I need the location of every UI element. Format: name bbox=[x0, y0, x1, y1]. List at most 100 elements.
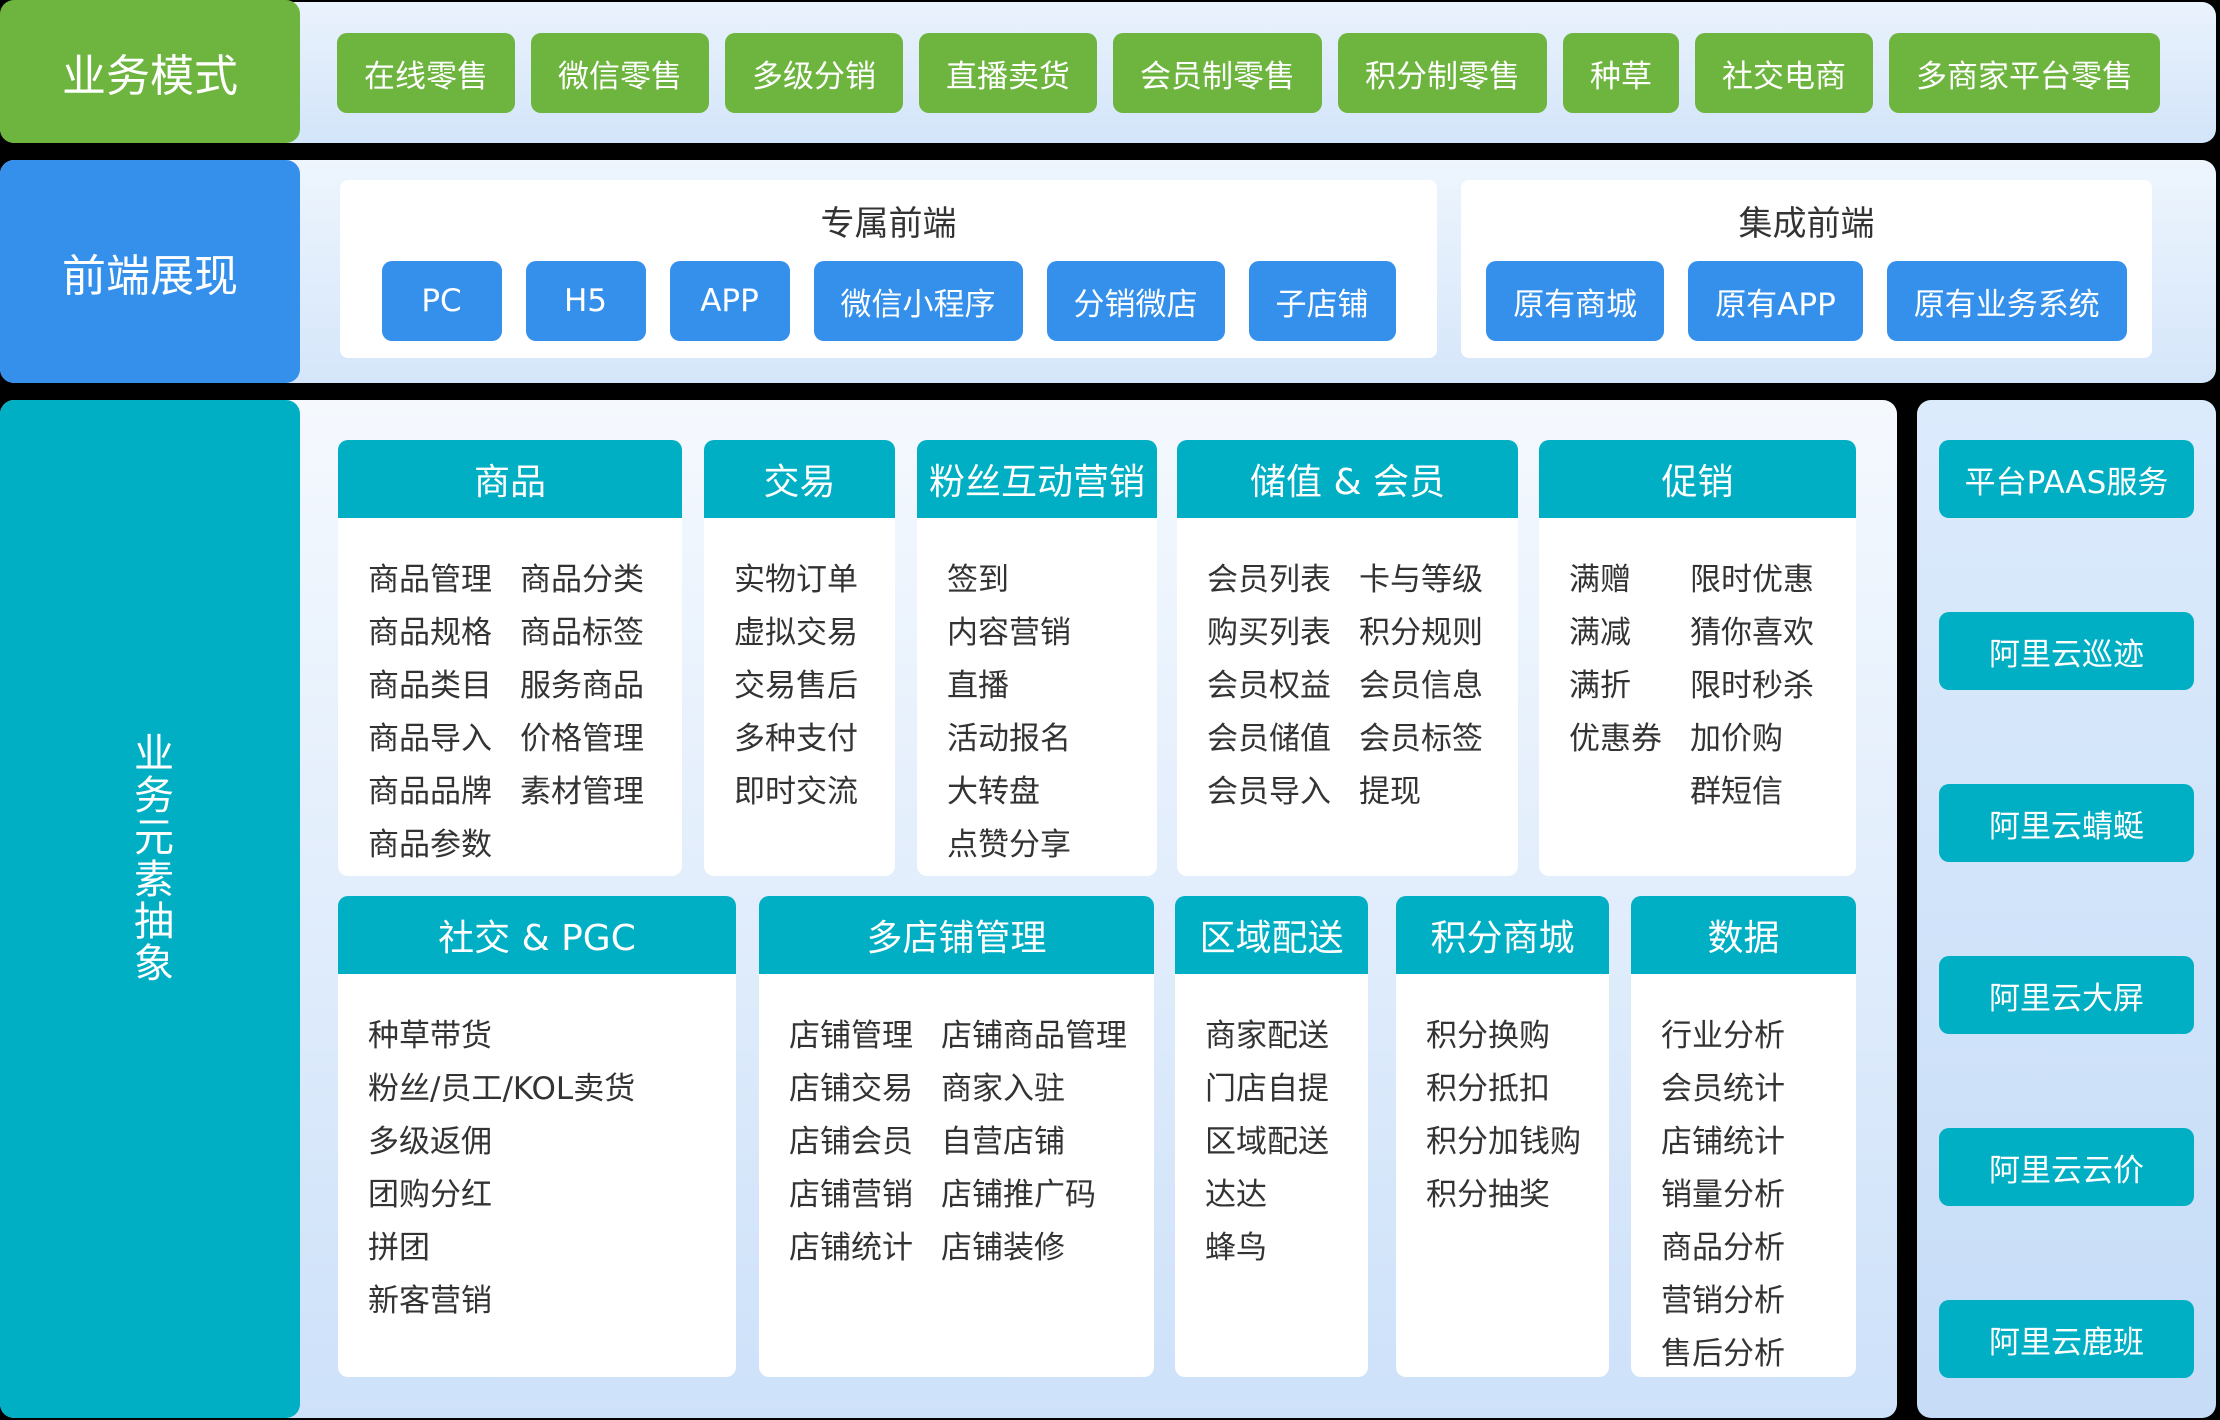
card-item: 价格管理 bbox=[520, 721, 644, 757]
chip-wechat-retail[interactable]: 微信零售 bbox=[531, 33, 709, 113]
card-goods: 商品 商品管理 商品规格 商品类目 商品导入 商品品牌 商品参数 商品分类 商品… bbox=[338, 440, 682, 876]
integrated-frontend-chip-row: 原有商城 原有APP 原有业务系统 bbox=[1461, 261, 2152, 341]
card-item: 店铺商品管理 bbox=[941, 1018, 1127, 1054]
paas-aliyun-daping-button[interactable]: 阿里云大屏 bbox=[1939, 956, 2194, 1034]
card-item: 虚拟交易 bbox=[734, 615, 858, 651]
card-item: 积分加钱购 bbox=[1426, 1124, 1581, 1160]
card-item: 会员储值 bbox=[1207, 721, 1331, 757]
frontend-label: 前端展现 bbox=[0, 160, 300, 383]
card-goods-right-column: 商品分类 商品标签 服务商品 价格管理 素材管理 bbox=[520, 554, 644, 876]
card-stored-value-member-title: 储值 & 会员 bbox=[1177, 440, 1518, 518]
card-item: 商品品牌 bbox=[368, 774, 492, 810]
card-item: 粉丝/员工/KOL卖货 bbox=[368, 1071, 636, 1107]
paas-sidebar: 平台PAAS服务 阿里云巡迹 阿里云蜻蜓 阿里云大屏 阿里云云价 阿里云鹿班 bbox=[1917, 400, 2216, 1418]
card-goods-left-column: 商品管理 商品规格 商品类目 商品导入 商品品牌 商品参数 bbox=[368, 554, 492, 876]
card-trade-title: 交易 bbox=[704, 440, 895, 518]
dedicated-frontend-chip-row: PC H5 APP 微信小程序 分销微店 子店铺 bbox=[340, 261, 1437, 341]
dedicated-frontend-title: 专属前端 bbox=[820, 204, 957, 244]
card-data-list: 行业分析 会员统计 店铺统计 销量分析 商品分析 营销分析 售后分析 bbox=[1661, 1010, 1785, 1377]
card-points-mall: 积分商城 积分换购 积分抵扣 积分加钱购 积分抽奖 bbox=[1396, 896, 1609, 1377]
card-item: 交易售后 bbox=[734, 668, 858, 704]
paas-aliyun-luban-button[interactable]: 阿里云鹿班 bbox=[1939, 1300, 2194, 1378]
card-item: 店铺交易 bbox=[789, 1071, 913, 1107]
card-item: 大转盘 bbox=[947, 774, 1040, 810]
abstraction-label-panel: 业务元素抽象 bbox=[0, 400, 300, 1418]
chip-live-selling[interactable]: 直播卖货 bbox=[919, 33, 1097, 113]
chip-membership-retail[interactable]: 会员制零售 bbox=[1113, 33, 1322, 113]
card-item: 活动报名 bbox=[947, 721, 1071, 757]
card-item: 签到 bbox=[947, 562, 1009, 598]
paas-aliyun-qingting-button[interactable]: 阿里云蜻蜓 bbox=[1939, 784, 2194, 862]
card-item: 店铺营销 bbox=[789, 1177, 913, 1213]
card-promotion-right-column: 限时优惠 猜你喜欢 限时秒杀 加价购 群短信 bbox=[1690, 554, 1814, 876]
business-model-chip-row: 在线零售 微信零售 多级分销 直播卖货 会员制零售 积分制零售 种草 社交电商 … bbox=[337, 33, 2160, 113]
card-stored-value-member-body: 会员列表 购买列表 会员权益 会员储值 会员导入 卡与等级 积分规则 会员信息 … bbox=[1177, 518, 1518, 876]
card-item: 店铺统计 bbox=[1661, 1124, 1785, 1160]
card-item: 积分抽奖 bbox=[1426, 1177, 1550, 1213]
frontend-band: 前端展现 专属前端 PC H5 APP 微信小程序 分销微店 子店铺 集成前端 … bbox=[0, 160, 2216, 383]
card-data-title: 数据 bbox=[1631, 896, 1856, 974]
card-item: 积分规则 bbox=[1359, 615, 1483, 651]
chip-multilevel-distribution[interactable]: 多级分销 bbox=[725, 33, 903, 113]
chip-h5[interactable]: H5 bbox=[525, 261, 646, 341]
card-item: 满赠 bbox=[1569, 562, 1631, 598]
card-points-mall-body: 积分换购 积分抵扣 积分加钱购 积分抽奖 bbox=[1396, 974, 1609, 1377]
card-goods-title: 商品 bbox=[338, 440, 682, 518]
card-multistore-body: 店铺管理 店铺交易 店铺会员 店铺营销 店铺统计 店铺商品管理 商家入驻 自营店… bbox=[759, 974, 1154, 1377]
card-item: 新客营销 bbox=[368, 1283, 492, 1319]
card-fan-marketing: 粉丝互动营销 签到 内容营销 直播 活动报名 大转盘 点赞分享 bbox=[917, 440, 1157, 876]
card-item: 商品参数 bbox=[368, 827, 492, 863]
chip-distribution-microshop[interactable]: 分销微店 bbox=[1046, 261, 1225, 341]
chip-points-retail[interactable]: 积分制零售 bbox=[1338, 33, 1547, 113]
card-multistore-title: 多店铺管理 bbox=[759, 896, 1154, 974]
card-item: 会员导入 bbox=[1207, 774, 1331, 810]
card-promotion-left-column: 满赠 满减 满折 优惠券 bbox=[1569, 554, 1662, 876]
paas-aliyun-yunjia-button[interactable]: 阿里云云价 bbox=[1939, 1128, 2194, 1206]
chip-app[interactable]: APP bbox=[669, 261, 790, 341]
card-item: 限时秒杀 bbox=[1690, 668, 1814, 704]
chip-existing-app[interactable]: 原有APP bbox=[1688, 261, 1863, 341]
card-item: 销量分析 bbox=[1661, 1177, 1785, 1213]
card-item: 店铺装修 bbox=[941, 1230, 1065, 1266]
card-item: 限时优惠 bbox=[1690, 562, 1814, 598]
paas-platform-service-button[interactable]: 平台PAAS服务 bbox=[1939, 440, 2194, 518]
card-item: 会员统计 bbox=[1661, 1071, 1785, 1107]
business-model-label: 业务模式 bbox=[0, 0, 300, 143]
card-item: 优惠券 bbox=[1569, 721, 1662, 757]
card-regional-delivery-title: 区域配送 bbox=[1175, 896, 1368, 974]
chip-wechat-miniprogram[interactable]: 微信小程序 bbox=[813, 261, 1023, 341]
card-promotion-body: 满赠 满减 满折 优惠券 限时优惠 猜你喜欢 限时秒杀 加价购 群短信 bbox=[1539, 518, 1856, 876]
card-item: 行业分析 bbox=[1661, 1018, 1785, 1054]
card-multistore-right-column: 店铺商品管理 商家入驻 自营店铺 店铺推广码 店铺装修 bbox=[941, 1010, 1127, 1377]
chip-social-commerce[interactable]: 社交电商 bbox=[1695, 33, 1873, 113]
card-item: 团购分红 bbox=[368, 1177, 492, 1213]
card-item: 门店自提 bbox=[1205, 1071, 1329, 1107]
chip-multimerchant-retail[interactable]: 多商家平台零售 bbox=[1889, 33, 2160, 113]
chip-substore[interactable]: 子店铺 bbox=[1248, 261, 1396, 341]
card-item: 店铺管理 bbox=[789, 1018, 913, 1054]
chip-existing-mall[interactable]: 原有商城 bbox=[1486, 261, 1665, 341]
paas-aliyun-xunji-button[interactable]: 阿里云巡迹 bbox=[1939, 612, 2194, 690]
card-multistore-left-column: 店铺管理 店铺交易 店铺会员 店铺营销 店铺统计 bbox=[789, 1010, 913, 1377]
card-item: 猜你喜欢 bbox=[1690, 615, 1814, 651]
card-fan-marketing-title: 粉丝互动营销 bbox=[917, 440, 1157, 518]
card-item: 会员列表 bbox=[1207, 562, 1331, 598]
card-item: 即时交流 bbox=[734, 774, 858, 810]
card-item: 提现 bbox=[1359, 774, 1421, 810]
card-points-mall-list: 积分换购 积分抵扣 积分加钱购 积分抽奖 bbox=[1426, 1010, 1581, 1377]
chip-online-retail[interactable]: 在线零售 bbox=[337, 33, 515, 113]
chip-pc[interactable]: PC bbox=[381, 261, 502, 341]
card-item: 商品导入 bbox=[368, 721, 492, 757]
chip-existing-business-system[interactable]: 原有业务系统 bbox=[1886, 261, 2127, 341]
card-fan-marketing-list: 签到 内容营销 直播 活动报名 大转盘 点赞分享 bbox=[947, 554, 1071, 876]
chip-seeding[interactable]: 种草 bbox=[1563, 33, 1679, 113]
card-member-right-column: 卡与等级 积分规则 会员信息 会员标签 提现 bbox=[1359, 554, 1483, 876]
card-item: 商品管理 bbox=[368, 562, 492, 598]
integrated-frontend-panel: 集成前端 原有商城 原有APP 原有业务系统 bbox=[1461, 180, 2152, 358]
card-item: 售后分析 bbox=[1661, 1336, 1785, 1372]
card-data-body: 行业分析 会员统计 店铺统计 销量分析 商品分析 营销分析 售后分析 bbox=[1631, 974, 1856, 1377]
card-item: 商品规格 bbox=[368, 615, 492, 651]
card-social-pgc: 社交 & PGC 种草带货 粉丝/员工/KOL卖货 多级返佣 团购分红 拼团 新… bbox=[338, 896, 736, 1377]
card-promotion-title: 促销 bbox=[1539, 440, 1856, 518]
